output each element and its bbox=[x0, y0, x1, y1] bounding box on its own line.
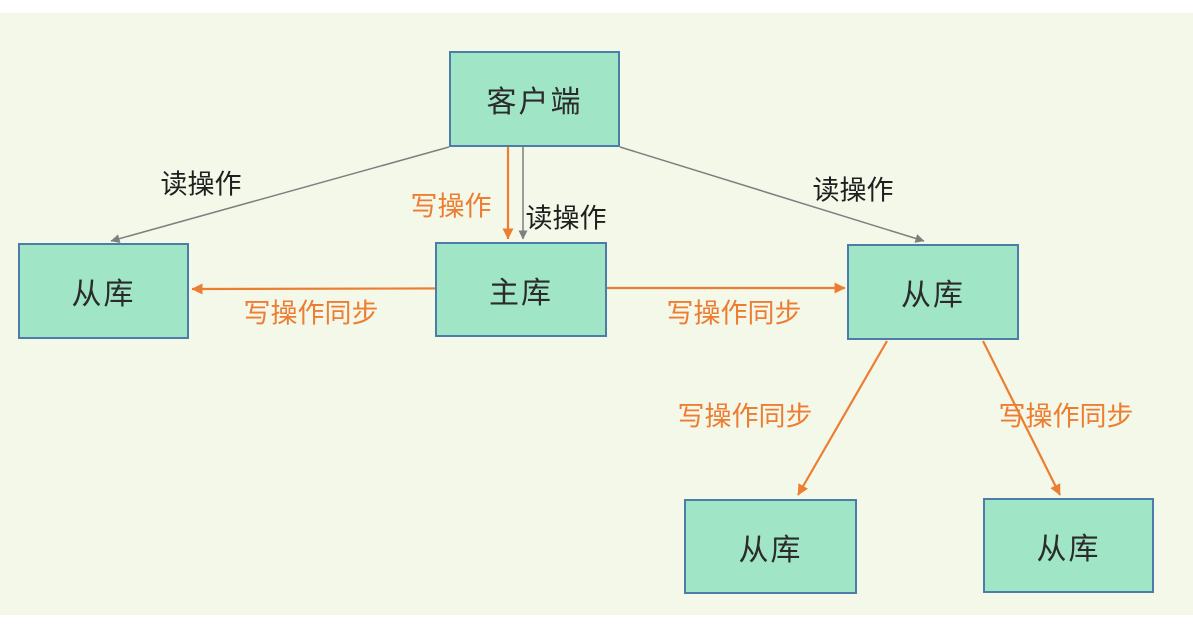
edge-label-client-read-master: 读操作 bbox=[525, 203, 607, 234]
node-slave-bottom-right: 从库 bbox=[983, 498, 1154, 593]
node-client-label: 客户端 bbox=[486, 86, 583, 119]
node-slave-right-label: 从库 bbox=[901, 279, 965, 312]
node-slave-left: 从库 bbox=[18, 243, 189, 339]
node-slave-bottom-left: 从库 bbox=[684, 499, 857, 594]
node-slave-left-label: 从库 bbox=[71, 278, 136, 311]
edge-label-client-read-left: 读操作 bbox=[160, 169, 242, 200]
node-slave-right: 从库 bbox=[847, 244, 1019, 340]
edge-label-slave-sync-bottom-right: 写操作同步 bbox=[998, 401, 1134, 432]
node-master-label: 主库 bbox=[489, 276, 553, 310]
edge-label-master-sync-left: 写操作同步 bbox=[243, 298, 379, 329]
edge-label-client-write-master: 写操作 bbox=[410, 191, 492, 222]
node-master: 主库 bbox=[435, 242, 607, 337]
edge-label-master-sync-right: 写操作同步 bbox=[666, 298, 802, 329]
node-slave-bottom-left-label: 从库 bbox=[738, 533, 803, 567]
node-slave-bottom-right-label: 从库 bbox=[1036, 532, 1101, 566]
edge-label-slave-sync-bottom-left: 写操作同步 bbox=[677, 401, 813, 432]
edge-label-client-read-right: 读操作 bbox=[812, 175, 894, 206]
node-client: 客户端 bbox=[449, 51, 620, 147]
